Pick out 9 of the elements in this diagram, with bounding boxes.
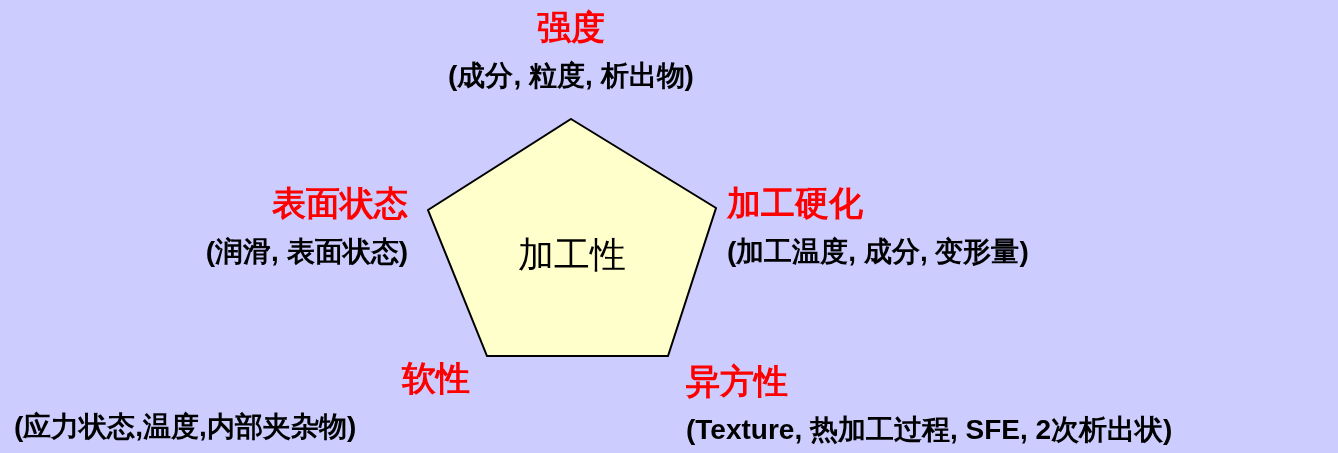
center-label: 加工性 bbox=[518, 232, 626, 277]
factor-list: (成分, 粒度, 析出物) bbox=[448, 60, 694, 93]
factor-list: (Texture, 热加工过程, SFE, 2次析出状) bbox=[686, 414, 1173, 447]
property-heading: 加工硬化 bbox=[727, 184, 863, 224]
property-heading: 软性 bbox=[402, 359, 470, 399]
factor-list: (应力状态,温度,内部夹杂物) bbox=[14, 411, 357, 444]
property-heading: 异方性 bbox=[686, 362, 788, 402]
property-heading: 表面状态 bbox=[272, 184, 408, 224]
property-heading: 强度 bbox=[537, 8, 605, 48]
